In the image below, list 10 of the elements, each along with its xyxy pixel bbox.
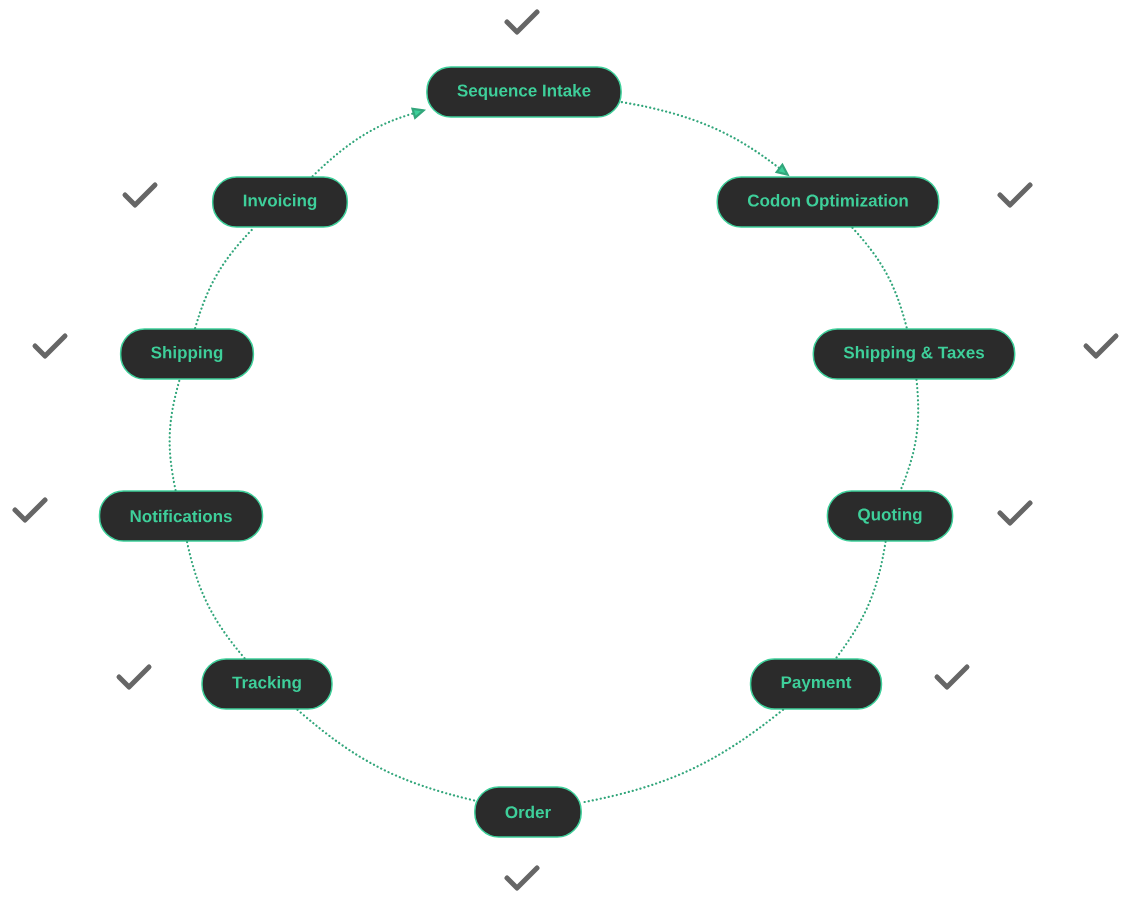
process-pill: Shipping & Taxes (812, 328, 1016, 380)
process-pill: Order (474, 786, 582, 838)
process-pill: Quoting (826, 490, 954, 542)
process-pill: Payment (749, 658, 883, 710)
process-pill: Sequence Intake (426, 66, 622, 118)
process-pill: Shipping (119, 328, 255, 380)
process-pill: Codon Optimization (716, 176, 940, 228)
process-pill: Notifications (98, 490, 264, 542)
process-pill: Tracking (201, 658, 333, 710)
process-pill: Invoicing (211, 176, 349, 228)
